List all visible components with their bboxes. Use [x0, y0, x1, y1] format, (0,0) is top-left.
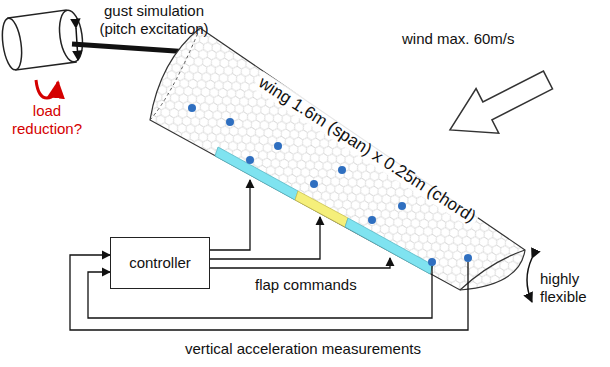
flex-arrow	[527, 258, 532, 302]
box-text: controller	[129, 254, 191, 272]
measure-label: vertical acceleration measurements	[185, 340, 421, 358]
load-label: load reduction?	[2, 102, 92, 138]
outer-flap	[215, 147, 298, 200]
tip-section	[460, 250, 525, 290]
drive-shaft	[72, 44, 190, 52]
middle-flap	[295, 191, 348, 227]
moment-arrow	[36, 80, 58, 98]
flex-label: highly flexible	[540, 270, 606, 306]
sensor-wires	[70, 255, 468, 330]
controller-box: controller	[110, 237, 210, 289]
inner-flap	[345, 218, 433, 274]
root-section	[150, 28, 200, 120]
wind-label: wind max. 60m/s	[402, 30, 515, 48]
pitch-arrow	[76, 28, 78, 60]
motor-cylinder	[0, 9, 86, 71]
flap-wires	[210, 180, 390, 268]
flap-label: flap commands	[255, 276, 357, 294]
gust-label: gust simulation (pitch excitation)	[84, 2, 224, 38]
wind-arrow	[439, 58, 560, 152]
